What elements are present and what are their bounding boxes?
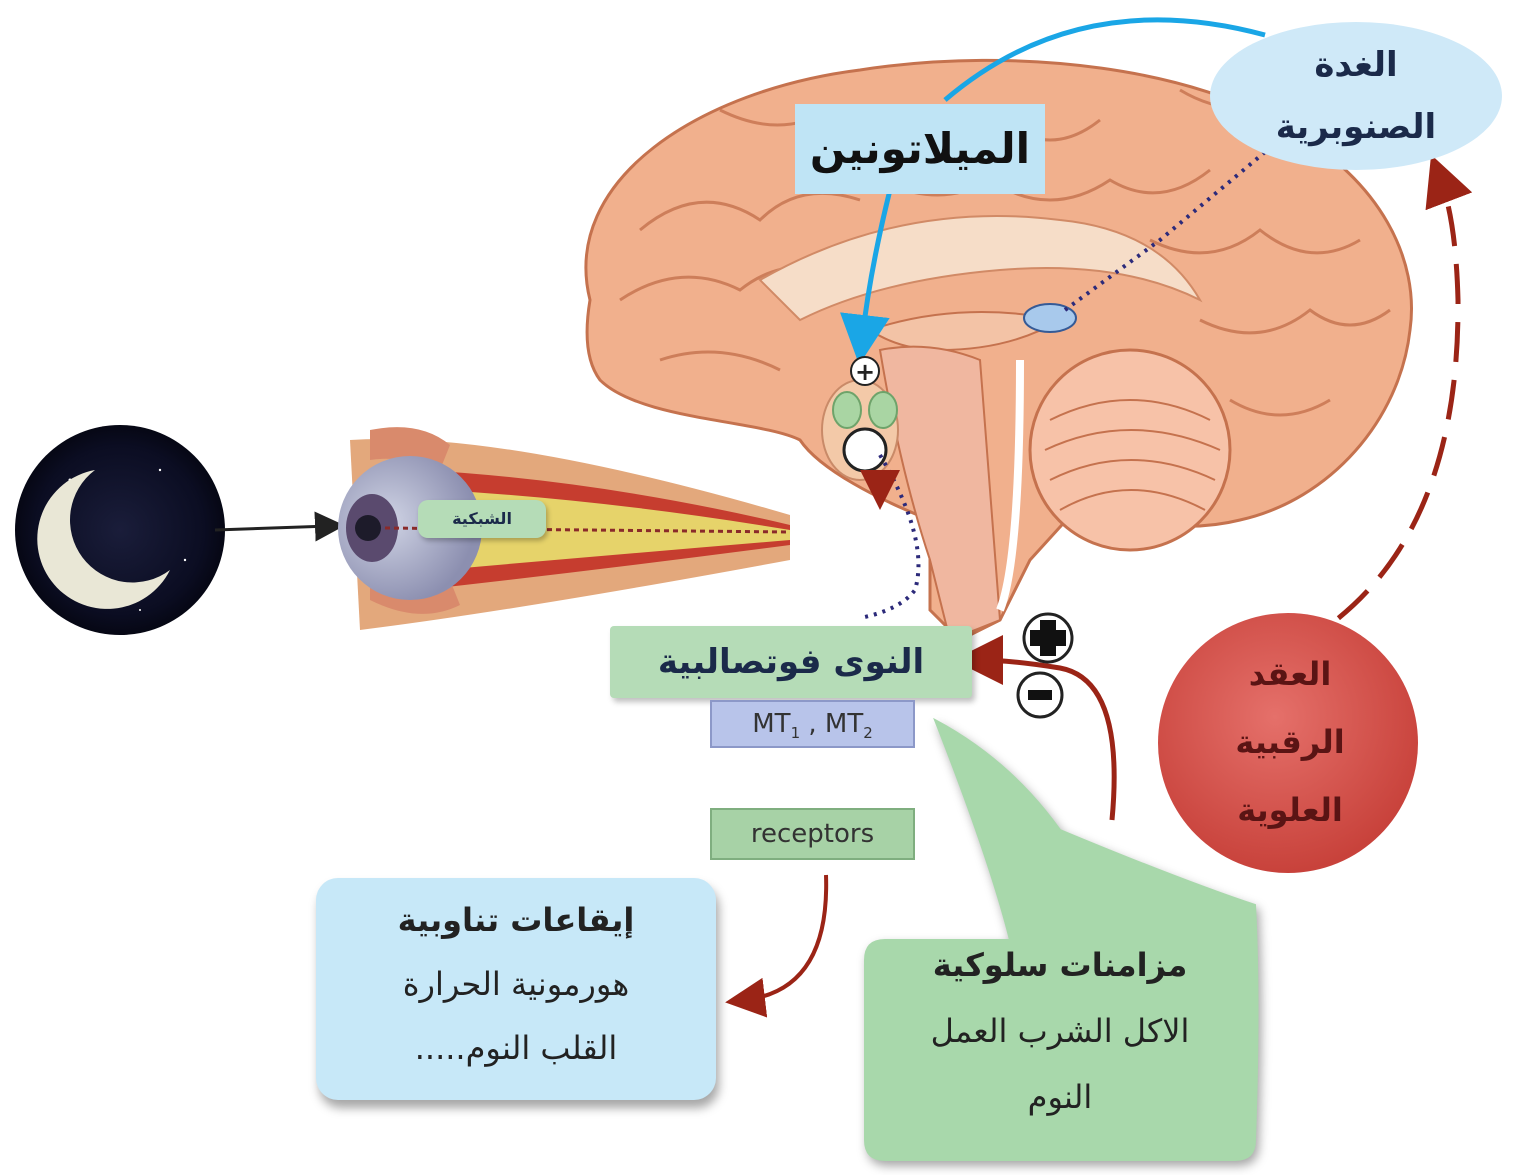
minus-sign [1018,673,1062,717]
pineal-gland-line-2: الصنوبرية [1210,96,1502,158]
scg-line-3: العلوية [1180,776,1400,844]
mt1-subscript: 1 [791,724,801,742]
rhythms-line-3: القلب النوم..... [316,1016,716,1080]
behavior-line-1: مزامنات سلوكية [870,932,1250,998]
rhythms-line-2: هورمونية الحرارة [316,952,716,1016]
circadian-rhythms-box: إيقاعات تناوبية هورمونية الحرارة القلب ا… [316,878,716,1100]
rhythms-line-1: إيقاعات تناوبية [316,888,716,952]
mt-separator: , MT [800,709,863,739]
receptors-label: receptors [710,808,915,860]
svg-text:+: + [855,358,875,386]
behavior-line-2: الاكل الشرب العمل [870,998,1250,1064]
scg-line-2: الرقبية [1180,708,1400,776]
blank-patch [690,748,930,808]
scg-line-1: العقد [1180,640,1400,708]
pineal-gland-line-1: الغدة [1210,34,1502,96]
receptors-to-rhythms-arrow [745,875,826,1000]
eye-illustration [338,427,790,630]
mt-receptors-label: MT1 , MT2 [710,700,915,748]
behavioral-zeitgebers-label: مزامنات سلوكية الاكل الشرب العمل النوم [870,932,1250,1130]
light-arrow [215,526,330,530]
pineal-gland-label: الغدة الصنوبرية [1210,22,1502,170]
mt2-subscript: 2 [863,724,873,742]
retina-label: الشبكية [418,500,546,538]
behavior-line-3: النوم [870,1064,1250,1130]
plus-sign [1024,614,1072,662]
crescent-moon-icon [15,425,225,635]
superior-cervical-ganglion-label: العقد الرقبية العلوية [1180,640,1400,844]
melatonin-label: الميلاتونين [795,104,1045,194]
scn-label: النوى فوتصالبية [610,626,972,698]
plus-sign-small: + [851,357,879,386]
mt-prefix: MT [752,709,790,739]
